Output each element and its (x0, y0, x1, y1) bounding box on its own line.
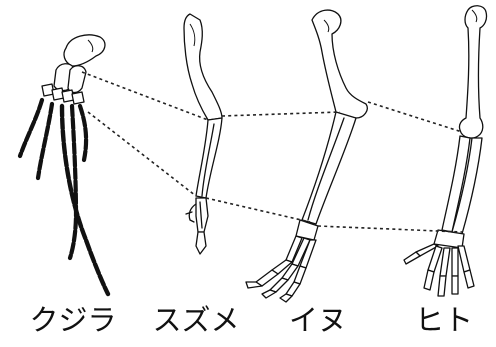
homology-line-lower-whale-sparrow (88, 112, 196, 196)
sparrow-wing (184, 14, 222, 254)
dog-foreleg (246, 10, 367, 302)
sparrow-ulna (196, 118, 222, 198)
dog-humerus (312, 10, 367, 118)
human-carpals (434, 230, 464, 248)
whale-humerus (64, 35, 105, 66)
whale-ulna (68, 66, 86, 93)
homology-line-upper-dog-human (368, 102, 462, 132)
human-humerus (459, 6, 486, 138)
label-sparrow: スズメ (152, 300, 239, 340)
homology-line-lower-sparrow-dog (206, 198, 310, 222)
dog-radius (302, 112, 356, 224)
sparrow-digit (196, 232, 206, 254)
whale-digits (20, 100, 108, 294)
human-arm (404, 6, 487, 296)
sparrow-humerus (184, 14, 222, 120)
dog-paw (246, 236, 316, 302)
homology-line-upper-sparrow-dog (222, 112, 340, 116)
label-dog: イヌ (289, 300, 347, 340)
human-fingers (424, 246, 474, 296)
whale-flipper (20, 35, 108, 294)
homology-lines (82, 72, 462, 232)
label-human: ヒト (415, 300, 473, 340)
homology-line-upper-whale-sparrow (82, 72, 208, 120)
label-whale: クジラ (29, 300, 116, 340)
